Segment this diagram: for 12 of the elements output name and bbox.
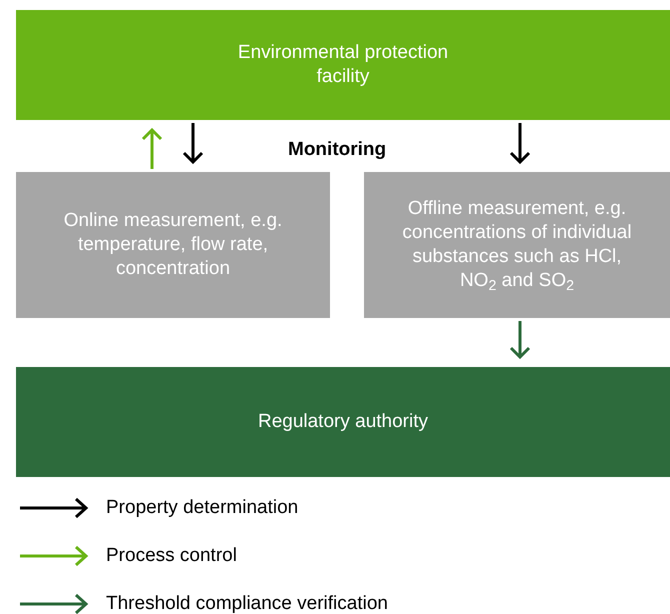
legend-text: Threshold compliance verification [106,592,388,614]
process-box: Online measurement, e.g. temperature, flow rate, concentration [16,172,330,318]
arrow [142,128,162,169]
process-box: Environmental protection facility [16,10,670,120]
legend-text: Process control [106,544,237,568]
arrow [182,123,204,164]
legend-text: Property determination [106,496,298,520]
process-box: Regulatory authority [16,367,670,477]
arrow [510,123,530,164]
arrow [510,321,530,360]
process-box: Offline measurement, e.g. concentrations of individual substances such as HCl, NO$_{2}$ and SO$_{2}$ [364,172,670,318]
section-label: Monitoring [288,138,386,162]
